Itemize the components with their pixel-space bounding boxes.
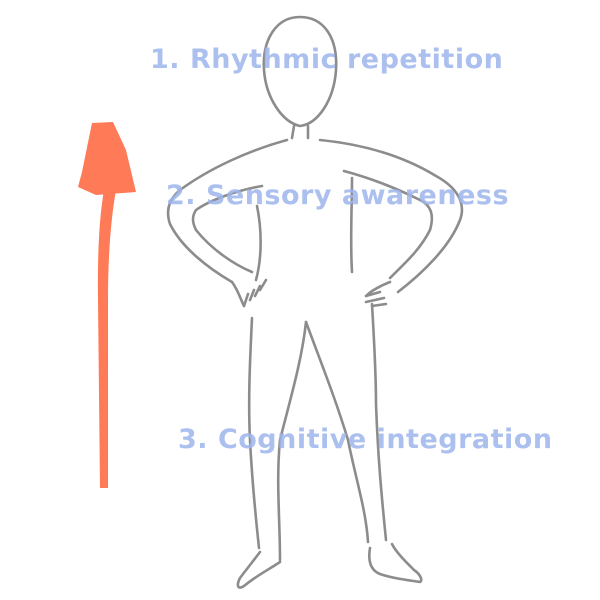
human-figure-outline-icon bbox=[166, 15, 464, 589]
label-rhythmic-repetition: 3. Cognitive integration bbox=[178, 424, 553, 455]
label-cognitive-integration: 1. Rhythmic repetition bbox=[150, 44, 504, 75]
label-sensory-awareness: 2. Sensory awareness bbox=[166, 180, 510, 211]
up-arrow-icon bbox=[78, 122, 136, 488]
